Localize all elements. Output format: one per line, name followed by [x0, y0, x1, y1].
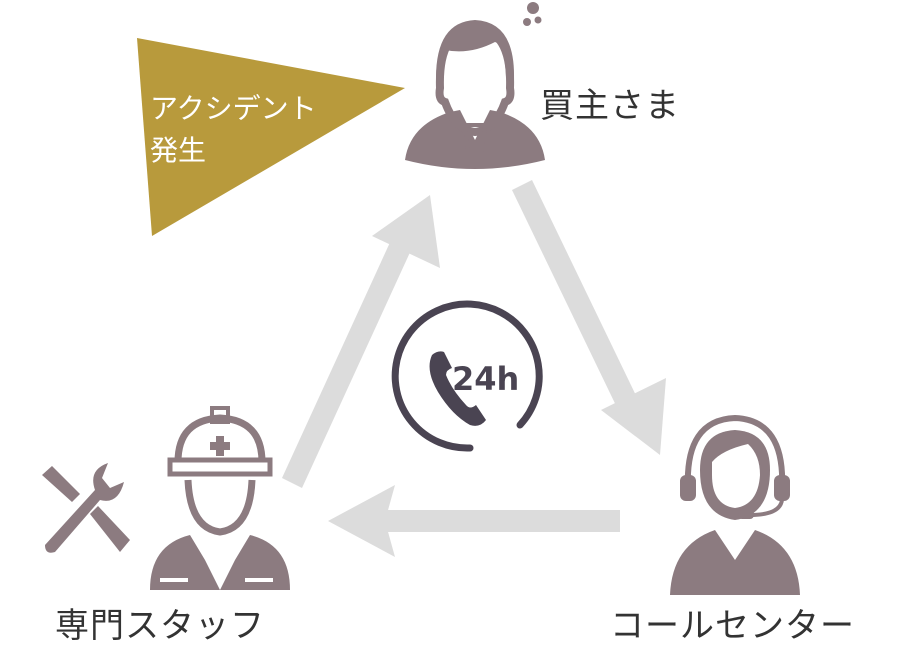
callout-line1: アクシデント [150, 92, 317, 125]
accident-callout-text: アクシデント 発生 [150, 88, 317, 172]
call-center-icon [670, 414, 800, 595]
buyer-label: 買主さま [540, 86, 680, 126]
phone-24h-icon [391, 300, 543, 452]
callout-line2: 発生 [150, 134, 207, 167]
arrow-buyer-to-callcenter [512, 180, 666, 455]
staff-icon [150, 406, 290, 590]
24h-text: 24h [452, 360, 520, 398]
tools-icon [42, 463, 130, 553]
arrow-staff-to-buyer [282, 195, 440, 488]
call-center-label: コールセンター [610, 606, 855, 646]
accident-callout-shape [137, 38, 405, 236]
buyer-icon [405, 2, 545, 169]
staff-label: 専門スタッフ [55, 606, 265, 646]
arrow-callcenter-to-staff [328, 485, 620, 557]
